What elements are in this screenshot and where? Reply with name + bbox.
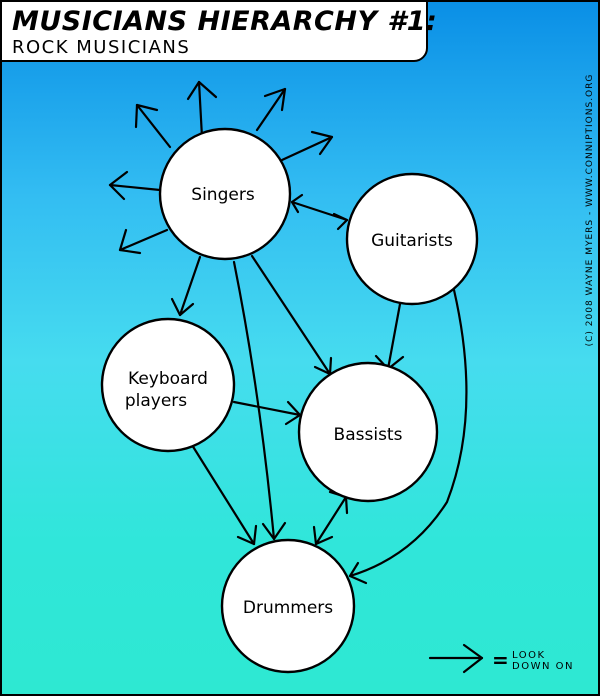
bassists-label: Bassists	[334, 425, 403, 445]
ray-arrow	[118, 228, 169, 252]
keyboard-label-line1: Keyboard	[128, 369, 208, 389]
node-bassists: Bassists	[297, 361, 439, 503]
arrow-guitarists-drummers	[348, 288, 468, 585]
subtitle: ROCK MUSICIANS	[12, 37, 191, 58]
ray-arrowhead	[310, 130, 334, 156]
node-guitarists: Guitarists	[345, 172, 479, 306]
ray-arrowhead	[186, 80, 218, 101]
arrow-bassists-drummers	[312, 490, 349, 546]
arrow-singers-guitarists	[290, 193, 349, 231]
guitarists-label: Guitarists	[371, 231, 453, 251]
ray-arrow	[263, 87, 287, 112]
keyboard-circle	[100, 317, 236, 453]
title-box: MUSICIANS HIERARCHY #1: ROCK MUSICIANS	[2, 2, 437, 62]
arrow-keyboard-drummers	[190, 443, 258, 546]
legend-text: LOOK DOWN ON	[512, 650, 574, 672]
ray-arrowhead	[108, 170, 129, 201]
legend-line1: LOOK	[512, 650, 546, 661]
legend-equals: =	[492, 648, 509, 672]
arrow-guitarists-bassists	[374, 302, 405, 371]
bassists-circle	[297, 361, 439, 503]
singers-label: Singers	[191, 185, 255, 205]
ray-arrow	[255, 87, 287, 132]
node-keyboard-players: Keyboard players	[100, 317, 236, 453]
ray-arrow	[135, 103, 172, 149]
keyboard-label-line2: players	[125, 391, 187, 411]
arrow-keyboard-bassists	[232, 400, 302, 426]
ray-arrowhead	[118, 228, 142, 255]
arrow-singers-keyboard	[170, 255, 202, 317]
legend-arrow-icon	[428, 643, 484, 674]
title: MUSICIANS HIERARCHY #1:	[12, 6, 438, 37]
drummers-circle	[220, 538, 356, 674]
arrow-singers-bassists	[250, 254, 333, 376]
node-drummers: Drummers	[220, 538, 356, 674]
singers-circle	[158, 127, 292, 261]
node-singers: Singers	[158, 127, 292, 261]
ray-arrow	[197, 80, 204, 139]
arrow-singers-drummers	[232, 260, 287, 541]
singers-outward-arrows	[108, 80, 334, 255]
legend-line2: DOWN ON	[512, 661, 574, 672]
guitarists-circle	[345, 172, 479, 306]
ray-arrow	[108, 183, 162, 192]
ray-arrow	[280, 135, 334, 162]
ray-arrowhead	[134, 103, 159, 129]
drummers-label: Drummers	[243, 598, 333, 618]
